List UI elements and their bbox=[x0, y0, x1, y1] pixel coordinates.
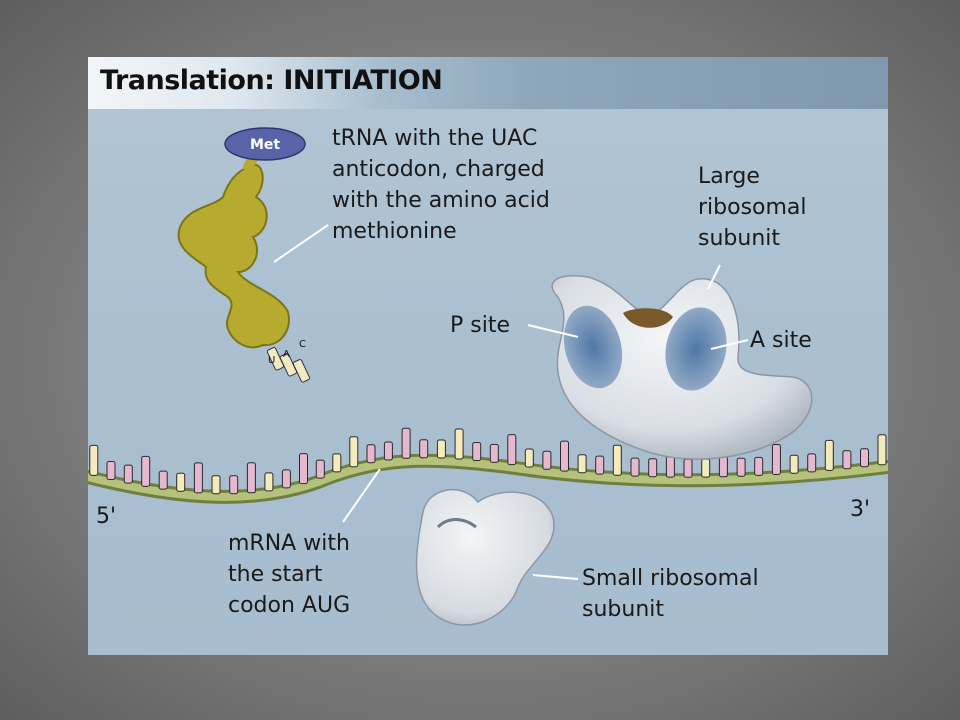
mrna-base bbox=[229, 475, 239, 495]
large-subunit-label: Large ribosomal subunit bbox=[698, 161, 807, 254]
small-subunit-label-line-1: Small ribosomal bbox=[582, 566, 759, 591]
mrna-base bbox=[332, 453, 342, 473]
mrna-base bbox=[454, 428, 464, 460]
mrna-base bbox=[701, 458, 711, 478]
methionine-oval bbox=[224, 127, 306, 161]
diagram-title: Translation: INITIATION bbox=[100, 65, 443, 96]
anticodon-letter-c: C bbox=[299, 339, 306, 350]
mrna-base bbox=[542, 450, 552, 470]
a-site-label: A site bbox=[750, 325, 812, 356]
mrna-base bbox=[176, 472, 186, 492]
mrna-base bbox=[736, 457, 746, 477]
mrna-label-line-2: the start bbox=[228, 562, 323, 587]
trna-leader-line bbox=[273, 224, 329, 263]
mrna-base bbox=[123, 464, 133, 484]
mrna-base bbox=[383, 441, 393, 461]
mrna-base bbox=[211, 475, 221, 495]
trna-description-line-1: tRNA with the UAC bbox=[332, 126, 538, 151]
mrna-base bbox=[193, 462, 203, 494]
three-prime-label: 3' bbox=[850, 494, 870, 525]
a-site-leader-line bbox=[710, 339, 749, 350]
mrna-strand-highlight bbox=[88, 456, 888, 501]
mrna-base bbox=[630, 457, 640, 477]
mrna-base bbox=[789, 454, 799, 474]
trna-description-line-3: with the amino acid bbox=[332, 188, 550, 213]
trna-molecule bbox=[177, 140, 311, 383]
mrna-base bbox=[349, 436, 359, 468]
large-ribosomal-subunit bbox=[551, 275, 813, 460]
title-bar: Translation: INITIATION bbox=[88, 57, 888, 109]
five-prime-text: 5' bbox=[96, 504, 117, 529]
mrna-label: mRNA with the start codon AUG bbox=[228, 528, 350, 621]
small-subunit-leader-line bbox=[532, 574, 579, 580]
five-prime-label: 5' bbox=[96, 501, 116, 532]
anticodon-letter-u: U bbox=[268, 355, 275, 366]
mrna-base bbox=[158, 470, 168, 490]
mrna-base bbox=[877, 434, 887, 466]
small-subunit-label-line-2: subunit bbox=[582, 597, 664, 622]
mrna-leader-line bbox=[342, 468, 381, 523]
anticodon-letter-a: A bbox=[283, 349, 290, 360]
large-subunit-leader-line bbox=[707, 264, 721, 290]
mrna-base bbox=[860, 448, 869, 468]
diagram-panel: Translation: INITIATION bbox=[88, 57, 888, 655]
mrna-base bbox=[683, 458, 693, 478]
trna-description-line-2: anticodon, charged bbox=[332, 157, 545, 182]
mrna-base bbox=[824, 439, 834, 471]
mrna-base bbox=[754, 456, 764, 476]
mrna-base bbox=[771, 444, 781, 475]
small-subunit-label: Small ribosomal subunit bbox=[582, 563, 759, 625]
mrna-base bbox=[472, 442, 482, 461]
mrna-base bbox=[246, 462, 256, 494]
mrna-label-line-3: codon AUG bbox=[228, 593, 351, 618]
mrna-base bbox=[419, 439, 429, 459]
a-site-text: A site bbox=[750, 328, 812, 353]
mrna-base bbox=[436, 439, 446, 459]
mrna-base bbox=[299, 453, 308, 485]
mrna-base bbox=[141, 455, 151, 487]
three-prime-text: 3' bbox=[850, 497, 871, 522]
mrna-base bbox=[264, 472, 274, 492]
p-site-leader-line bbox=[527, 324, 579, 338]
mrna-base bbox=[595, 455, 605, 475]
small-ribosomal-subunit bbox=[415, 488, 555, 626]
mrna-base bbox=[807, 453, 817, 473]
trna-description: tRNA with the UAC anticodon, charged wit… bbox=[332, 123, 550, 247]
methionine-label: Met bbox=[250, 137, 280, 153]
p-site-label: P site bbox=[450, 310, 510, 341]
large-subunit-label-line-1: Large bbox=[698, 164, 760, 189]
p-site-text: P site bbox=[450, 313, 510, 338]
mrna-base bbox=[401, 427, 411, 459]
mrna-base bbox=[842, 450, 852, 470]
large-subunit-label-line-2: ribosomal bbox=[698, 195, 807, 220]
mrna-base bbox=[281, 469, 291, 489]
trna-description-line-4: methionine bbox=[332, 219, 457, 244]
mrna-base bbox=[507, 434, 517, 466]
mrna-bases bbox=[89, 427, 887, 495]
mrna-base bbox=[489, 443, 499, 463]
mrna-base bbox=[612, 444, 622, 476]
mrna-base bbox=[106, 461, 116, 480]
large-subunit-label-line-3: subunit bbox=[698, 226, 780, 251]
mrna-base bbox=[89, 444, 99, 476]
translation-initiation-illustration: U A C Met bbox=[88, 127, 888, 626]
mrna-base bbox=[366, 444, 376, 464]
mrna-base bbox=[560, 440, 569, 472]
mrna-label-line-1: mRNA with bbox=[228, 531, 350, 556]
mrna-base bbox=[577, 454, 587, 474]
mrna-base bbox=[524, 448, 534, 468]
mrna-base bbox=[648, 458, 658, 478]
mrna-base bbox=[315, 459, 325, 479]
